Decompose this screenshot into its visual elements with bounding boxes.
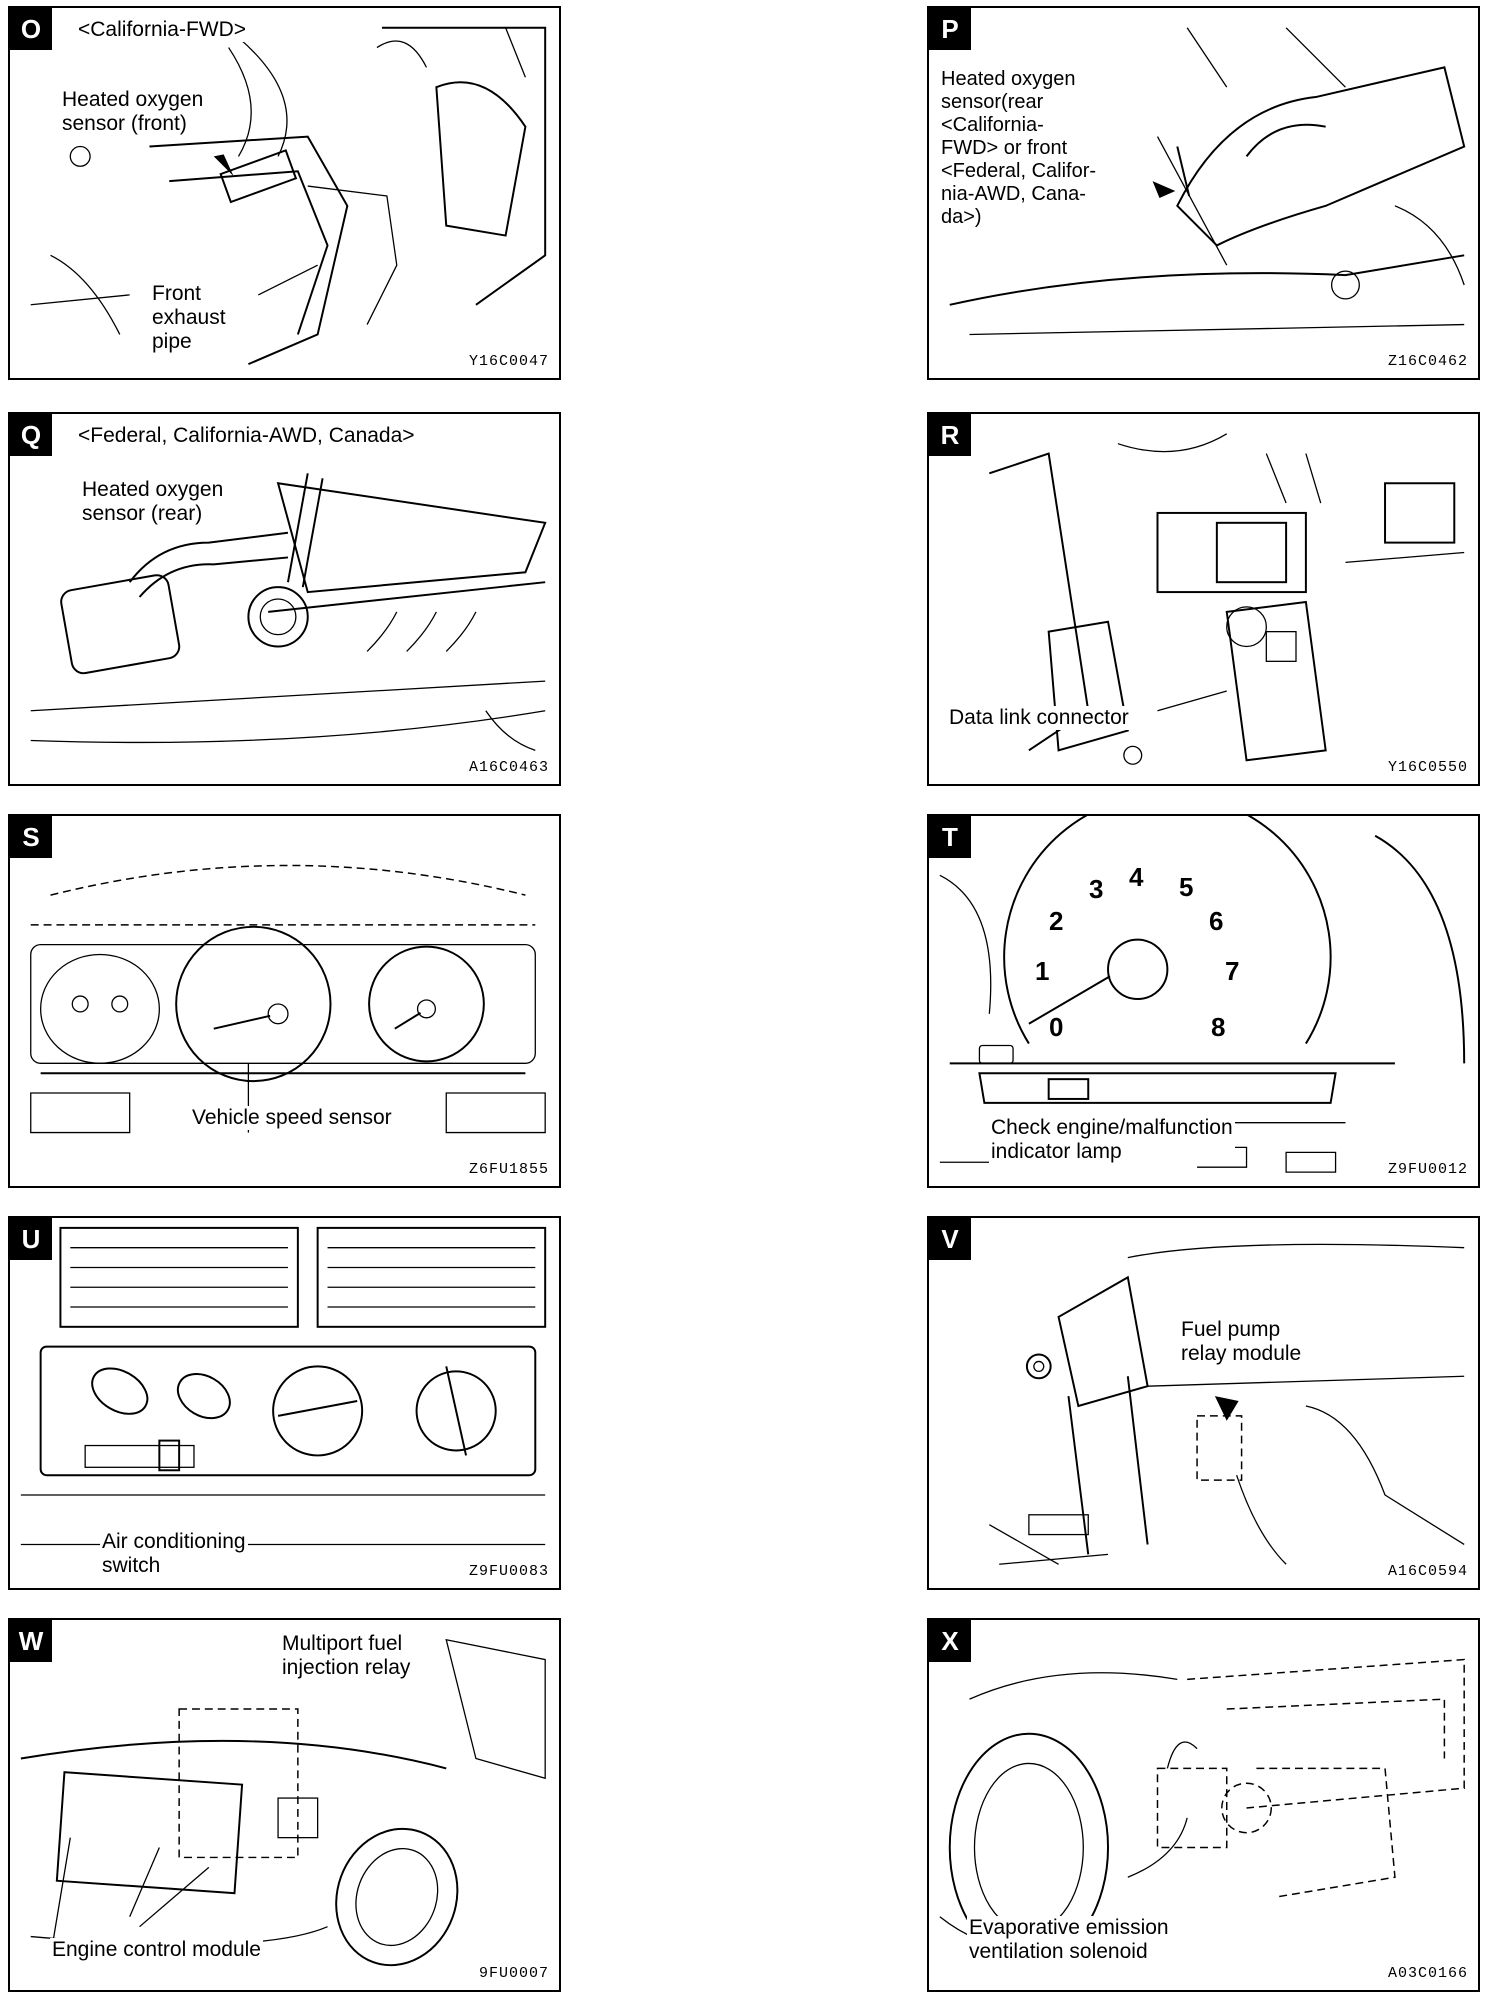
tachometer-digit-5: 5 (1179, 872, 1194, 902)
panel-letter: V (929, 1218, 971, 1260)
figure-code: A16C0463 (468, 759, 549, 776)
figure-code: Z9FU0083 (468, 1563, 549, 1580)
tachometer-digit-4: 4 (1129, 862, 1144, 892)
panel-letter: P (929, 8, 971, 50)
exhaust-pipe-illustration (30, 26, 547, 366)
tachometer-digit-0: 0 (1049, 1012, 1064, 1042)
figure-code: Y16C0047 (468, 353, 549, 370)
figure-code: Z9FU0012 (1387, 1161, 1468, 1178)
callout-fuel-pump-relay-module: Fuel pump relay module (1179, 1318, 1304, 1366)
tachometer-digit-7: 7 (1225, 956, 1240, 986)
callout-front-exhaust-pipe: Front exhaust pipe (150, 282, 228, 354)
callout-engine-control-module: Engine control module (50, 1938, 263, 1962)
panel-o: O <California-FWD> Heated oxygen sensor … (8, 6, 561, 380)
figure-code: 9FU0007 (478, 1965, 549, 1982)
panel-letter: O (10, 8, 52, 50)
figure-code: Z6FU1855 (468, 1161, 549, 1178)
tachometer-digit-6: 6 (1209, 906, 1224, 936)
figure-code: Y16C0550 (1387, 759, 1468, 776)
callout-heated-oxygen-sensor-rear: Heated oxygen sensor (rear) (80, 478, 226, 526)
callout-vehicle-speed-sensor: Vehicle speed sensor (190, 1106, 394, 1130)
panel-q: Q <Federal, California-AWD, Canada> Heat… (8, 412, 561, 786)
data-link-connector-illustration (989, 433, 1465, 765)
climate-control-illustration (20, 1226, 547, 1546)
figure-code: Z16C0462 (1387, 353, 1468, 370)
panel-letter: U (10, 1218, 52, 1260)
panel-r: R Data link connector Y16C0550 (927, 412, 1480, 786)
figure-code: A03C0166 (1387, 1965, 1468, 1982)
instrument-cluster-illustration (30, 864, 546, 1134)
figure-code: A16C0594 (1387, 1563, 1468, 1580)
panel-u: U Air conditioning switch Z9FU0083 (8, 1216, 561, 1590)
callout-multiport-fuel-injection-relay: Multiport fuel injection relay (280, 1632, 413, 1680)
panel-letter: X (929, 1620, 971, 1662)
callout-evaporative-emission-ventilation-solenoid: Evaporative emission ventilation solenoi… (967, 1916, 1171, 1964)
callout-data-link-connector: Data link connector (947, 706, 1131, 730)
fuel-pump-relay-illustration (988, 1243, 1465, 1565)
panel-heading: <California-FWD> (76, 18, 249, 42)
panel-letter: Q (10, 414, 52, 456)
panel-t: 0 1 2 3 4 5 6 7 8 T Check engine/malfunc… (927, 814, 1480, 1188)
callout-check-engine-lamp: Check engine/malfunction indicator lamp (989, 1116, 1235, 1164)
tachometer-illustration (939, 816, 1466, 1173)
panel-x: X Evaporative emission ventilation solen… (927, 1618, 1480, 1992)
oxygen-sensor-illustration (949, 27, 1466, 336)
panel-letter: R (929, 414, 971, 456)
tachometer-digit-2: 2 (1049, 906, 1064, 936)
tachometer-digit-8: 8 (1211, 1012, 1226, 1042)
panel-p: P Heated oxygen sensor(rear <California-… (927, 6, 1480, 380)
panel-s: S Vehicle speed sensor Z6FU1855 (8, 814, 561, 1188)
tachometer-digit-1: 1 (1035, 956, 1050, 986)
callout-heated-oxygen-sensor-rear-front: Heated oxygen sensor(rear <California- F… (939, 68, 1138, 229)
tachometer-digit-3: 3 (1089, 874, 1104, 904)
panel-letter: W (10, 1620, 52, 1662)
rear-oxygen-sensor-illustration (30, 473, 547, 751)
panel-w: W Multiport fuel injection relay Engine … (8, 1618, 561, 1992)
callout-heated-oxygen-sensor-front: Heated oxygen sensor (front) (60, 88, 206, 136)
panel-letter: T (929, 816, 971, 858)
panel-letter: S (10, 816, 52, 858)
callout-air-conditioning-switch: Air conditioning switch (100, 1530, 248, 1578)
panel-heading: <Federal, California-AWD, Canada> (76, 424, 417, 448)
panel-v: V Fuel pump relay module A16C0594 (927, 1216, 1480, 1590)
